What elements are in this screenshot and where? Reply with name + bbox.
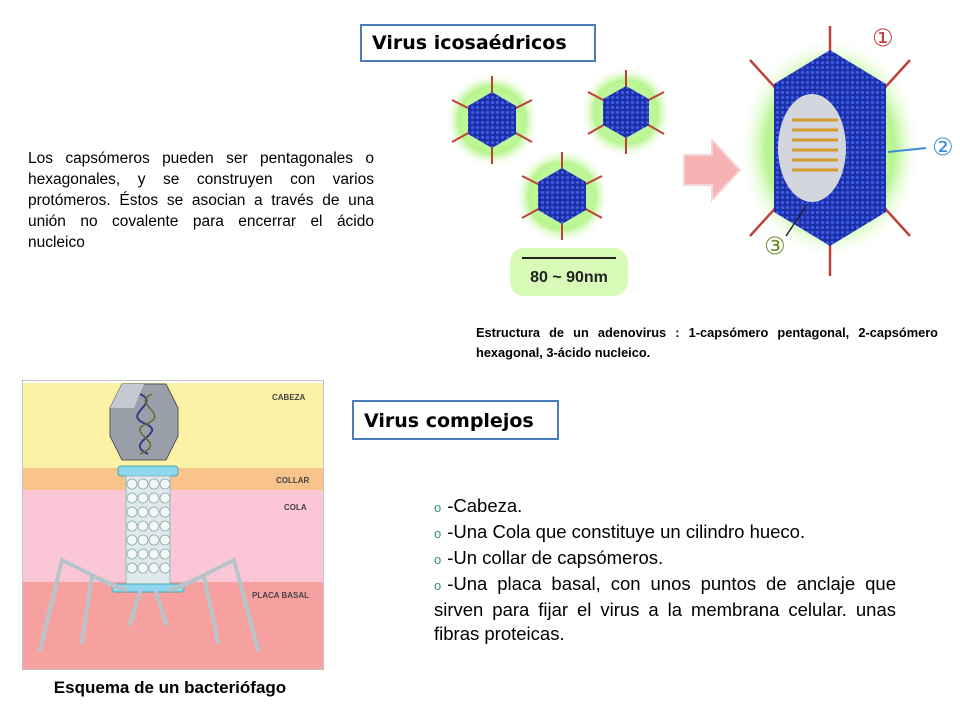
- adenovirus-illustration: 80 ~ 90nm ① ② ③: [444, 24, 954, 296]
- label-placa-basal: PLACA BASAL: [252, 591, 309, 600]
- small-virion: [444, 72, 540, 168]
- icosahedral-virus-title: Virus icosaédricos: [360, 24, 596, 62]
- marker-2: ②: [932, 133, 954, 161]
- complex-virus-title: Virus complejos: [352, 400, 559, 440]
- phage-head: [109, 383, 179, 461]
- label-collar: COLLAR: [276, 476, 310, 485]
- label-cola: COLA: [284, 503, 307, 512]
- large-adenovirus: ① ② ③: [738, 24, 954, 276]
- circle-bullet-icon: o: [434, 578, 442, 593]
- adenovirus-caption: Estructura de un adenovirus : 1-capsómer…: [476, 325, 938, 360]
- list-item: o-Cabeza.: [434, 495, 523, 516]
- phage-baseplate: [111, 583, 185, 593]
- label-cabeza: CABEZA: [272, 393, 306, 402]
- complex-virus-parts-list: o-Cabeza. o-Una Cola que constituye un c…: [434, 494, 896, 646]
- list-item: o-Una Cola que constituye un cilindro hu…: [434, 521, 806, 542]
- scale-bar: 80 ~ 90nm: [510, 248, 628, 296]
- circle-bullet-icon: o: [434, 500, 442, 515]
- marker-1: ①: [872, 24, 894, 52]
- circle-bullet-icon: o: [434, 552, 442, 567]
- phage-tail: [125, 475, 171, 585]
- bacteriophage-diagram: CABEZA COLLAR COLA PLACA BASAL: [22, 380, 324, 670]
- circle-bullet-icon: o: [434, 526, 442, 541]
- capsomere-description: Los capsómeros pueden ser pentagonales o…: [28, 150, 374, 251]
- small-virion: [580, 66, 672, 158]
- tail-fibers: [38, 557, 260, 652]
- bacteriophage-caption: Esquema de un bacteriófago: [53, 678, 287, 697]
- list-item: o-Una placa basal, con unos puntos de an…: [434, 573, 896, 644]
- list-item: o-Un collar de capsómeros.: [434, 547, 664, 568]
- small-virion: [514, 148, 610, 244]
- arrow-icon: [683, 137, 742, 203]
- marker-3: ③: [764, 232, 786, 260]
- phage-collar: [117, 465, 179, 477]
- scale-label: 80 ~ 90nm: [530, 269, 608, 286]
